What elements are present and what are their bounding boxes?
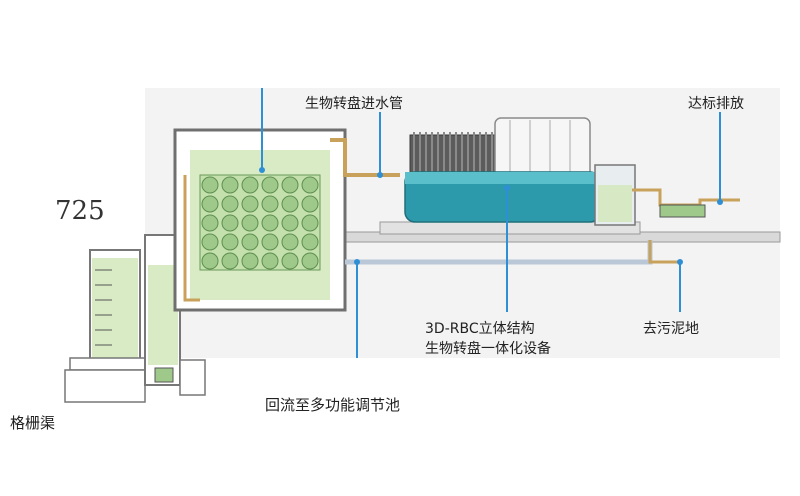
media-ball [261, 252, 279, 270]
sludge-tank-label: 去污泥地 [643, 321, 699, 337]
media-ball [221, 233, 239, 251]
grille-label: 格栅渠 [10, 414, 56, 432]
media-ball [261, 233, 279, 251]
media-ball-grid [201, 176, 319, 270]
media-ball [201, 214, 219, 232]
media-ball [281, 233, 299, 251]
inlet-pipe [330, 138, 400, 177]
media-ball [301, 195, 319, 213]
rbc-label-line1: 3D-RBC立体结构 [425, 321, 535, 337]
internal-pipe [183, 175, 200, 302]
discharge-trough [659, 204, 706, 218]
media-ball [241, 176, 259, 194]
regulating-tank [173, 128, 347, 312]
grille-channel [64, 249, 146, 403]
media-ball [201, 195, 219, 213]
return-flow-label: 回流至多功能调节池 [265, 396, 401, 414]
leader-lines [261, 88, 721, 358]
media-ball [261, 176, 279, 194]
media-ball [221, 176, 239, 194]
discharge-label: 达标排放 [688, 96, 744, 112]
rbc-label-line2: 生物转盘一体化设备 [425, 341, 551, 357]
media-ball [221, 195, 239, 213]
media-ball [201, 176, 219, 194]
media-ball [261, 214, 279, 232]
media-ball [241, 195, 259, 213]
media-ball [201, 233, 219, 251]
media-ball [281, 176, 299, 194]
inlet-pipe-label: 生物转盘进水管 [305, 96, 403, 112]
media-ball [281, 195, 299, 213]
media-ball [301, 252, 319, 270]
media-ball [261, 195, 279, 213]
media-ball [221, 214, 239, 232]
media-ball [301, 176, 319, 194]
media-ball [241, 252, 259, 270]
rbc-unit [404, 117, 636, 226]
media-ball [281, 252, 299, 270]
media-ball [201, 252, 219, 270]
media-ball [281, 214, 299, 232]
media-ball [241, 214, 259, 232]
media-ball [301, 214, 319, 232]
sludge-pipe [648, 240, 680, 264]
media-ball [221, 252, 239, 270]
media-ball [241, 233, 259, 251]
leader-dots [259, 167, 723, 265]
media-ball [301, 233, 319, 251]
number-label: 725 [55, 196, 105, 226]
